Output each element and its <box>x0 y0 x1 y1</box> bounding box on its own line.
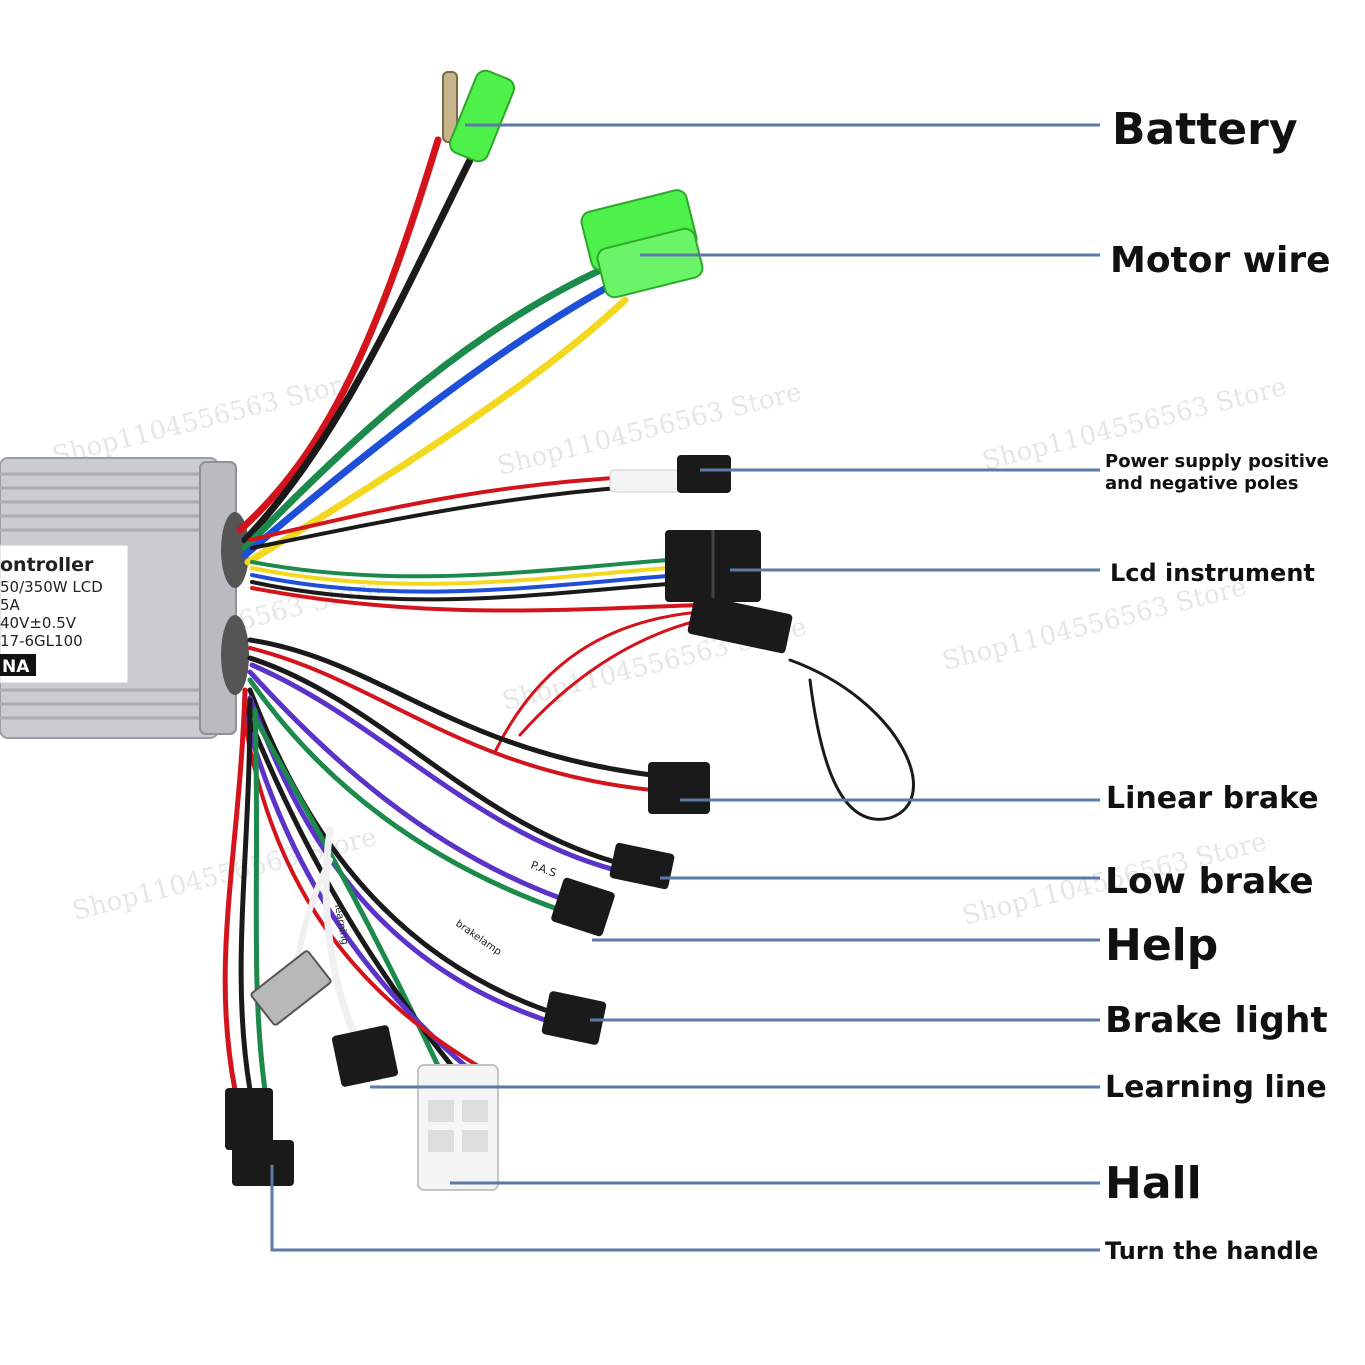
throttle-leader <box>270 1165 1100 1252</box>
loop-black-wire <box>788 658 915 821</box>
low-brake-connector <box>609 842 675 890</box>
loose-red-wire-1 <box>493 610 702 754</box>
throttle-connector <box>225 1088 273 1150</box>
controller-name: ontroller <box>0 554 94 576</box>
label-hall: Hall <box>1105 1158 1202 1209</box>
watermark: Shop1104556563 Store <box>494 377 804 482</box>
lcd-red-wire <box>250 586 702 613</box>
hall-green-wire <box>242 697 443 1073</box>
lcd-blue-wire <box>250 573 670 594</box>
battery-green-connector <box>448 69 516 163</box>
throttle-red-wire <box>222 687 248 1093</box>
low-brake-black-wire <box>247 655 618 865</box>
label-brake-light: Brake light <box>1105 1000 1328 1041</box>
lcd-green-wire <box>250 558 670 579</box>
lower-grommet <box>221 615 249 695</box>
motor-blue-wire <box>241 266 644 559</box>
brakelamp-wire-tag: brakelamp <box>453 918 503 958</box>
leader-lines <box>270 123 1100 1252</box>
label-help: Help <box>1105 920 1219 971</box>
controller-unit: ontroller 50/350W LCD 5A 40V±0.5V 17-6GL… <box>0 457 249 739</box>
label-power-supply-2: and negative poles <box>1105 473 1299 494</box>
controller-spec-1: 50/350W LCD <box>0 578 103 596</box>
lcd-yellow-wire <box>250 566 670 586</box>
linear-brake-connector <box>648 762 710 814</box>
pas-wire-tag: P.A.S <box>529 859 558 880</box>
power-supply-sleeve <box>609 469 681 493</box>
linear-brake-black-wire <box>247 637 655 778</box>
power-red-wire <box>248 473 677 542</box>
label-battery: Battery <box>1112 104 1298 155</box>
motor-green-connector-2 <box>596 227 704 299</box>
low-brake-purple-wire <box>249 662 618 873</box>
upper-wire-bundle <box>236 136 915 821</box>
label-power-supply-1: Power supply positive <box>1105 451 1329 472</box>
brand-badge <box>0 654 36 676</box>
power-supply-connector <box>677 455 731 493</box>
heat-sink-fins <box>0 472 205 720</box>
linear-brake-red-wire <box>248 646 654 792</box>
hall-white-connector <box>417 1064 499 1191</box>
battery-black-wire <box>241 156 474 544</box>
label-motor-wire: Motor wire <box>1110 240 1331 281</box>
controller-end-cap <box>199 461 237 735</box>
loose-red-wire-2 <box>518 618 702 737</box>
throttle-green-wire <box>252 707 268 1093</box>
motor-yellow-wire <box>244 296 629 566</box>
controller-spec-2: 5A <box>0 596 21 614</box>
help-bracket-connector <box>250 950 332 1026</box>
throttle-black-wire <box>238 697 253 1093</box>
controller-spec-3: 40V±0.5V <box>0 614 77 632</box>
battery-red-wire <box>236 136 442 534</box>
upper-connectors <box>442 69 793 654</box>
motor-green-wire <box>241 264 609 552</box>
brake-light-connector <box>541 991 607 1045</box>
label-learning-line: Learning line <box>1105 1070 1327 1105</box>
brake-light-black-wire <box>247 687 548 1013</box>
learning-white-wire <box>322 826 359 1039</box>
lower-wire-bundle <box>222 637 655 1093</box>
learning-connector <box>331 1025 399 1087</box>
brand-text: NA <box>2 657 30 677</box>
watermark: Shop1104556563 Store <box>939 572 1249 677</box>
lower-connectors <box>225 762 710 1191</box>
pas-green-wire <box>247 677 563 913</box>
pas-purple-wire <box>247 669 563 901</box>
label-linear-brake: Linear brake <box>1106 781 1319 816</box>
label-turn-handle: Turn the handle <box>1105 1237 1319 1265</box>
lcd-black-wire <box>250 580 670 602</box>
pas-connector <box>551 877 615 937</box>
linear-brake-loop-connector <box>687 594 793 654</box>
label-low-brake: Low brake <box>1105 861 1314 902</box>
label-lcd-instrument: Lcd instrument <box>1110 559 1315 587</box>
controller-spec-4: 17-6GL100 <box>0 632 83 650</box>
